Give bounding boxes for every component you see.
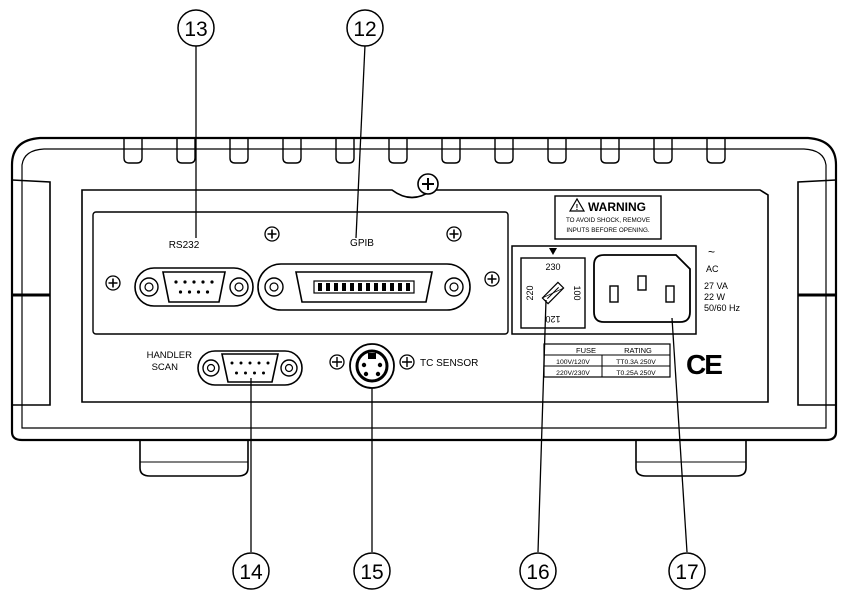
callout-16: 16 — [519, 552, 557, 590]
callout-17: 17 — [668, 552, 706, 590]
callout-16-number: 16 — [526, 561, 549, 584]
fuse-row-2-voltage: 220V/230V — [556, 370, 590, 377]
rating-header: RATING — [624, 346, 652, 355]
power-frequency: 50/60 Hz — [704, 303, 741, 313]
handler-label-line2: SCAN — [152, 362, 179, 373]
vent-slot — [229, 138, 249, 164]
warning-title: WARNING — [588, 200, 646, 214]
vent-slot — [547, 138, 567, 164]
power-va: 27 VA — [704, 281, 728, 291]
iec-power-inlet — [593, 254, 691, 323]
vent-slot — [282, 138, 302, 164]
fuse-icon — [541, 281, 565, 305]
leader-16 — [537, 299, 547, 553]
warning-line1: TO AVOID SHOCK, REMOVE — [566, 217, 650, 224]
ce-mark: CE — [686, 349, 722, 380]
callout-17-number: 17 — [675, 561, 698, 584]
vent-slot — [123, 138, 143, 164]
fuse-row-2-rating: T0.25A 250V — [616, 370, 656, 377]
callout-15-number: 15 — [360, 561, 383, 584]
vent-slot — [388, 138, 408, 164]
vent-slots — [123, 138, 726, 164]
fuse-row-1-rating: TT0.3A 250V — [616, 359, 656, 366]
handler-label-line1: HANDLER — [147, 350, 193, 361]
gpib-connector — [257, 263, 471, 311]
callout-14-number: 14 — [239, 561, 263, 584]
warning-line2: INPUTS BEFORE OPENING. — [566, 227, 650, 234]
warning-label: ! WARNING TO AVOID SHOCK, REMOVE INPUTS … — [554, 195, 662, 240]
callout-12: 12 — [346, 9, 384, 47]
handler-scan-connector — [197, 350, 303, 386]
leader-17 — [671, 317, 688, 553]
callout-13: 13 — [177, 9, 215, 47]
rs232-connector — [134, 267, 254, 307]
callout-14: 14 — [232, 552, 270, 590]
warning-triangle-icon — [568, 197, 586, 212]
power-entry-module — [511, 245, 697, 335]
ac-symbol: ~ — [708, 245, 715, 259]
vent-slot — [441, 138, 461, 164]
vent-slot — [176, 138, 196, 164]
tc-sensor-label: TC SENSOR — [420, 358, 478, 369]
fuse-row-1-voltage: 100V/120V — [556, 359, 590, 366]
rs232-label: RS232 — [169, 240, 200, 251]
callout-15: 15 — [353, 552, 391, 590]
selector-120: 120 — [545, 314, 560, 324]
vent-slot — [600, 138, 620, 164]
leader-lines — [195, 44, 688, 553]
power-watts: 22 W — [704, 292, 726, 302]
selector-arrow-icon — [549, 248, 557, 255]
fuse-rating-table — [543, 343, 671, 378]
selector-230: 230 — [545, 262, 560, 272]
handler-pins — [230, 361, 270, 375]
selector-100: 100 — [572, 285, 582, 300]
tc-sensor-connector — [329, 343, 415, 389]
selector-220: 220 — [525, 285, 535, 300]
fuse-header: FUSE — [576, 346, 596, 355]
vent-slot — [494, 138, 514, 164]
callout-13-number: 13 — [184, 18, 207, 41]
vent-slot — [335, 138, 355, 164]
gpib-label: GPIB — [350, 238, 374, 249]
leader-12 — [355, 44, 366, 239]
ac-label: AC — [706, 264, 719, 274]
vent-slot — [706, 138, 726, 164]
gpib-pins — [318, 283, 410, 291]
vent-slot — [653, 138, 673, 164]
board-screws — [105, 226, 500, 291]
rs232-pins — [174, 280, 214, 294]
svg-text:!: ! — [576, 203, 579, 212]
callout-12-number: 12 — [353, 18, 376, 41]
